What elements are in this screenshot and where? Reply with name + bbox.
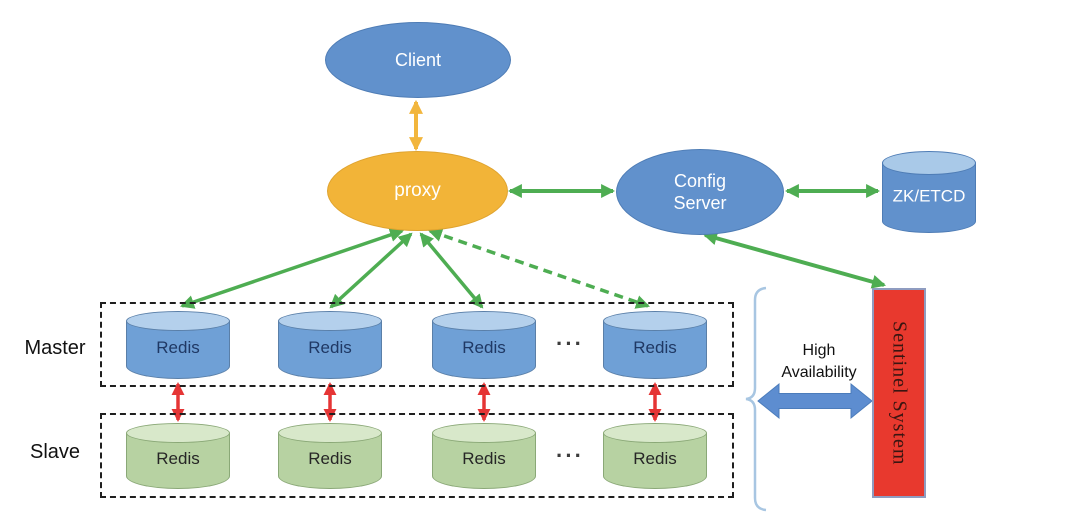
- proxy-master1-arrow: [180, 228, 404, 309]
- redis-label: Redis: [462, 449, 506, 469]
- slave-redis-1: Redis: [126, 423, 230, 489]
- master-redis-4: Redis: [603, 311, 707, 379]
- master-group-box: [100, 302, 734, 387]
- cylinder-top: [432, 311, 536, 331]
- config-server-node: Config Server: [616, 149, 784, 235]
- redis-label: Redis: [308, 449, 352, 469]
- slave-redis-2: Redis: [278, 423, 382, 489]
- sentinel-system-label: Sentinel System: [888, 320, 911, 466]
- slave-redis-4: Redis: [603, 423, 707, 489]
- master-redis-1: Redis: [126, 311, 230, 379]
- slave-group-label: Slave: [29, 441, 81, 463]
- proxy-label: proxy: [394, 180, 441, 201]
- cylinder-top: [126, 311, 230, 331]
- client-label: Client: [394, 49, 442, 70]
- slave-ellipsis: ···: [556, 443, 584, 468]
- cylinder-top: [278, 423, 382, 443]
- cylinder-top: [278, 311, 382, 331]
- redis-label: Redis: [308, 338, 352, 358]
- master-ellipsis: ···: [556, 331, 584, 356]
- redis-label: Redis: [156, 449, 200, 469]
- proxy-master4-arrow-dashed: [428, 228, 650, 309]
- redis-label: Redis: [156, 338, 200, 358]
- group-brace: [745, 286, 767, 512]
- high-availability-label: High Availability: [781, 342, 857, 381]
- slave-group-box: [100, 413, 734, 498]
- cylinder-top: [126, 423, 230, 443]
- zk-etcd-label: ZK/ETCD: [892, 186, 966, 206]
- master-redis-3: Redis: [432, 311, 536, 379]
- high-availability-arrow: [757, 382, 873, 420]
- master-group-label: Master: [24, 337, 86, 359]
- config-server-label: Config Server: [673, 170, 727, 214]
- redis-label: Redis: [462, 338, 506, 358]
- cylinder-top: [432, 423, 536, 443]
- redis-label: Redis: [633, 449, 677, 469]
- redis-label: Redis: [633, 338, 677, 358]
- slave-redis-3: Redis: [432, 423, 536, 489]
- config-sentinel-arrow: [702, 231, 887, 289]
- proxy-master2-arrow: [329, 232, 413, 309]
- cylinder-top: [882, 151, 976, 175]
- cylinder-top: [603, 423, 707, 443]
- cylinder-top: [603, 311, 707, 331]
- zk-etcd-node: ZK/ETCD: [882, 151, 976, 233]
- master-redis-2: Redis: [278, 311, 382, 379]
- proxy-node: proxy: [327, 151, 508, 231]
- client-node: Client: [325, 22, 511, 98]
- sentinel-system-node: Sentinel System: [872, 288, 926, 498]
